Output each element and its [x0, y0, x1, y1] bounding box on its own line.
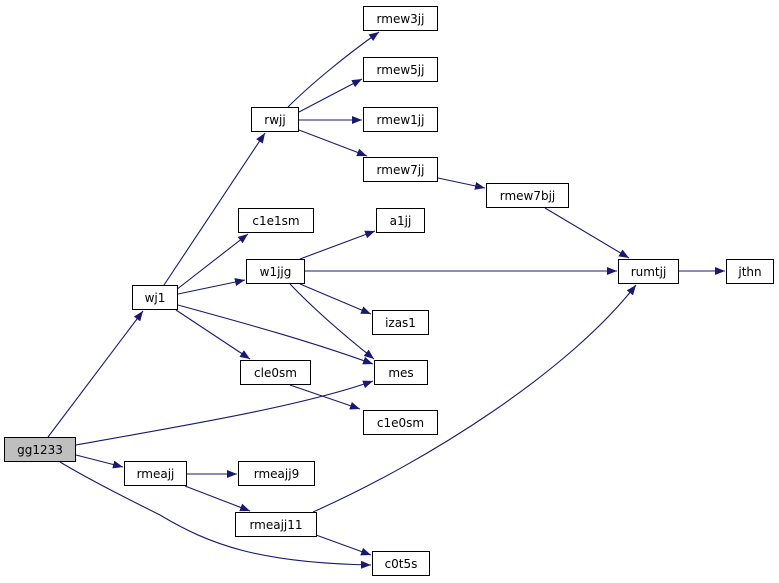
edge-rmeajj11-to-rumtjj	[312, 284, 637, 513]
edge-rmeajj11-to-c0t5s	[315, 534, 372, 556]
edge-wj1-to-mes	[177, 304, 374, 365]
edge-w1jjg-to-izas1	[299, 283, 372, 315]
edge-rmeajj-to-rmeajj11	[184, 485, 251, 512]
node-c1e1sm[interactable]: c1e1sm	[238, 208, 314, 233]
node-rmew7bjj[interactable]: rmew7bjj	[486, 183, 569, 208]
node-cle0sm[interactable]: cle0sm	[240, 360, 311, 385]
edge-rmew7jj-to-rmew7bjj	[437, 177, 486, 190]
node-jthn[interactable]: jthn	[726, 259, 774, 284]
edge-w1jjg-to-a1jj	[299, 230, 376, 260]
node-rmew1jj[interactable]: rmew1jj	[363, 107, 438, 132]
node-rmeajj11[interactable]: rmeajj11	[235, 512, 317, 537]
edge-cle0sm-to-c1e0sm	[289, 384, 361, 410]
edge-gg1233-to-rmeajj	[75, 454, 124, 469]
edge-wj1-to-c1e1sm	[175, 233, 249, 291]
edge-w1jjg-to-mes	[289, 283, 375, 360]
edge-gg1233-to-c0t5s	[59, 461, 372, 569]
node-wj1[interactable]: wj1	[132, 285, 178, 310]
edge-gg1233-to-mes	[75, 380, 374, 446]
node-a1jj[interactable]: a1jj	[376, 208, 425, 233]
node-rmew7jj[interactable]: rmew7jj	[363, 157, 438, 182]
node-c1e0sm[interactable]: c1e0sm	[363, 410, 438, 435]
edge-gg1233-to-wj1	[47, 310, 144, 438]
node-w1jjg[interactable]: w1jjg	[246, 259, 305, 284]
node-rmeajj9[interactable]: rmeajj9	[238, 461, 315, 486]
node-izas1[interactable]: izas1	[372, 310, 429, 335]
edge-wj1-to-rwjj	[163, 132, 266, 286]
edge-wj1-to-w1jjg	[177, 278, 246, 295]
edge-rwjj-to-rmew7jj	[298, 129, 368, 157]
edge-wj1-to-cle0sm	[175, 309, 251, 360]
node-rmew5jj[interactable]: rmew5jj	[363, 57, 438, 82]
node-rmew3jj[interactable]: rmew3jj	[363, 6, 438, 31]
edge-rwjj-to-rmew5jj	[298, 78, 363, 113]
node-rmeajj[interactable]: rmeajj	[124, 461, 187, 486]
edge-rwjj-to-rmew3jj	[287, 31, 380, 108]
node-gg1233[interactable]: gg1233	[4, 437, 76, 462]
node-mes[interactable]: mes	[374, 360, 428, 385]
node-rwjj[interactable]: rwjj	[251, 107, 299, 132]
node-rumtjj[interactable]: rumtjj	[618, 259, 679, 284]
node-c0t5s[interactable]: c0t5s	[372, 551, 430, 576]
edge-rmew7bjj-to-rumtjj	[544, 207, 630, 259]
